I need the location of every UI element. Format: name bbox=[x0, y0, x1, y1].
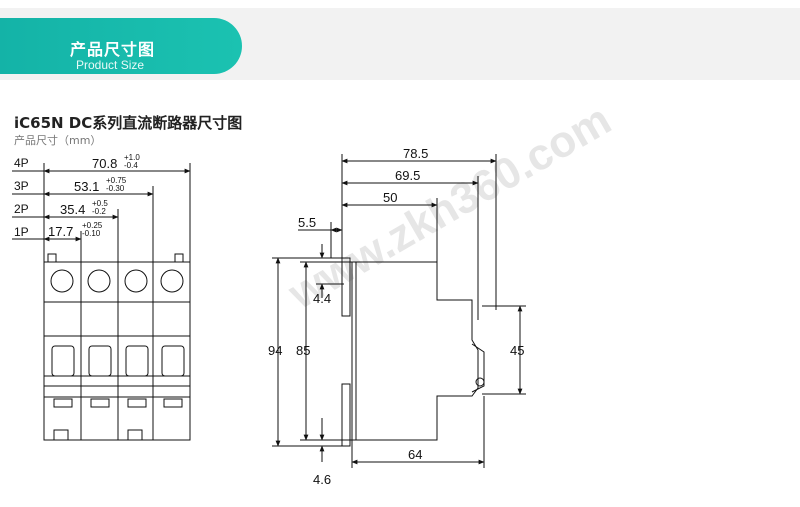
section-banner: 产品尺寸图 Product Size bbox=[0, 8, 800, 80]
front-view bbox=[12, 163, 191, 441]
dim-clip-height: 4.4 bbox=[313, 291, 331, 306]
dim-1p-tol-lower: -0.10 bbox=[82, 229, 101, 238]
banner-subtitle: Product Size bbox=[76, 58, 145, 72]
pole-label-1p: 1P bbox=[14, 225, 29, 239]
dim-3p-value: 53.1 bbox=[74, 179, 99, 194]
dim-short-depth: 50 bbox=[383, 190, 397, 205]
dim-mid-depth: 69.5 bbox=[395, 168, 420, 183]
dim-4p-tol-lower: -0.4 bbox=[124, 161, 138, 170]
banner-title: 产品尺寸图 bbox=[70, 40, 156, 59]
dim-2p-tol-upper: +0.5 bbox=[92, 199, 108, 208]
dim-4p-tol-upper: +1.0 bbox=[124, 153, 140, 162]
dim-total-depth: 78.5 bbox=[403, 146, 428, 161]
dim-4p-value: 70.8 bbox=[92, 156, 117, 171]
dim-inner-height: 85 bbox=[296, 343, 310, 358]
diagram-subtitle: 产品尺寸（mm） bbox=[14, 134, 102, 147]
side-view bbox=[272, 154, 526, 468]
side-view-labels: 78.5 69.5 50 5.5 4.4 94 85 45 64 4.6 bbox=[268, 146, 524, 487]
dim-bottom-offset: 4.6 bbox=[313, 472, 331, 487]
dim-2p-value: 35.4 bbox=[60, 202, 85, 217]
dim-2p-tol-lower: -0.2 bbox=[92, 207, 106, 216]
front-view-labels: 4P 3P 2P 1P 70.8 +1.0 -0.4 53.1 +0.75 -0… bbox=[14, 153, 140, 239]
pole-label-2p: 2P bbox=[14, 202, 29, 216]
dim-right-height: 45 bbox=[510, 343, 524, 358]
dim-3p-tol-upper: +0.75 bbox=[106, 176, 127, 185]
dim-total-height: 94 bbox=[268, 343, 282, 358]
diagram-title: iC65N DC系列直流断路器尺寸图 bbox=[14, 114, 243, 132]
dim-1p-value: 17.7 bbox=[48, 224, 73, 239]
dim-1p-tol-upper: +0.25 bbox=[82, 221, 103, 230]
watermark: www.zkh360.com bbox=[280, 95, 620, 319]
pole-label-3p: 3P bbox=[14, 179, 29, 193]
dim-clip-width: 5.5 bbox=[298, 215, 316, 230]
dim-3p-tol-lower: -0.30 bbox=[106, 184, 125, 193]
pole-label-4p: 4P bbox=[14, 156, 29, 170]
dim-bottom-width: 64 bbox=[408, 447, 422, 462]
banner-pill: 产品尺寸图 Product Size bbox=[0, 18, 242, 74]
